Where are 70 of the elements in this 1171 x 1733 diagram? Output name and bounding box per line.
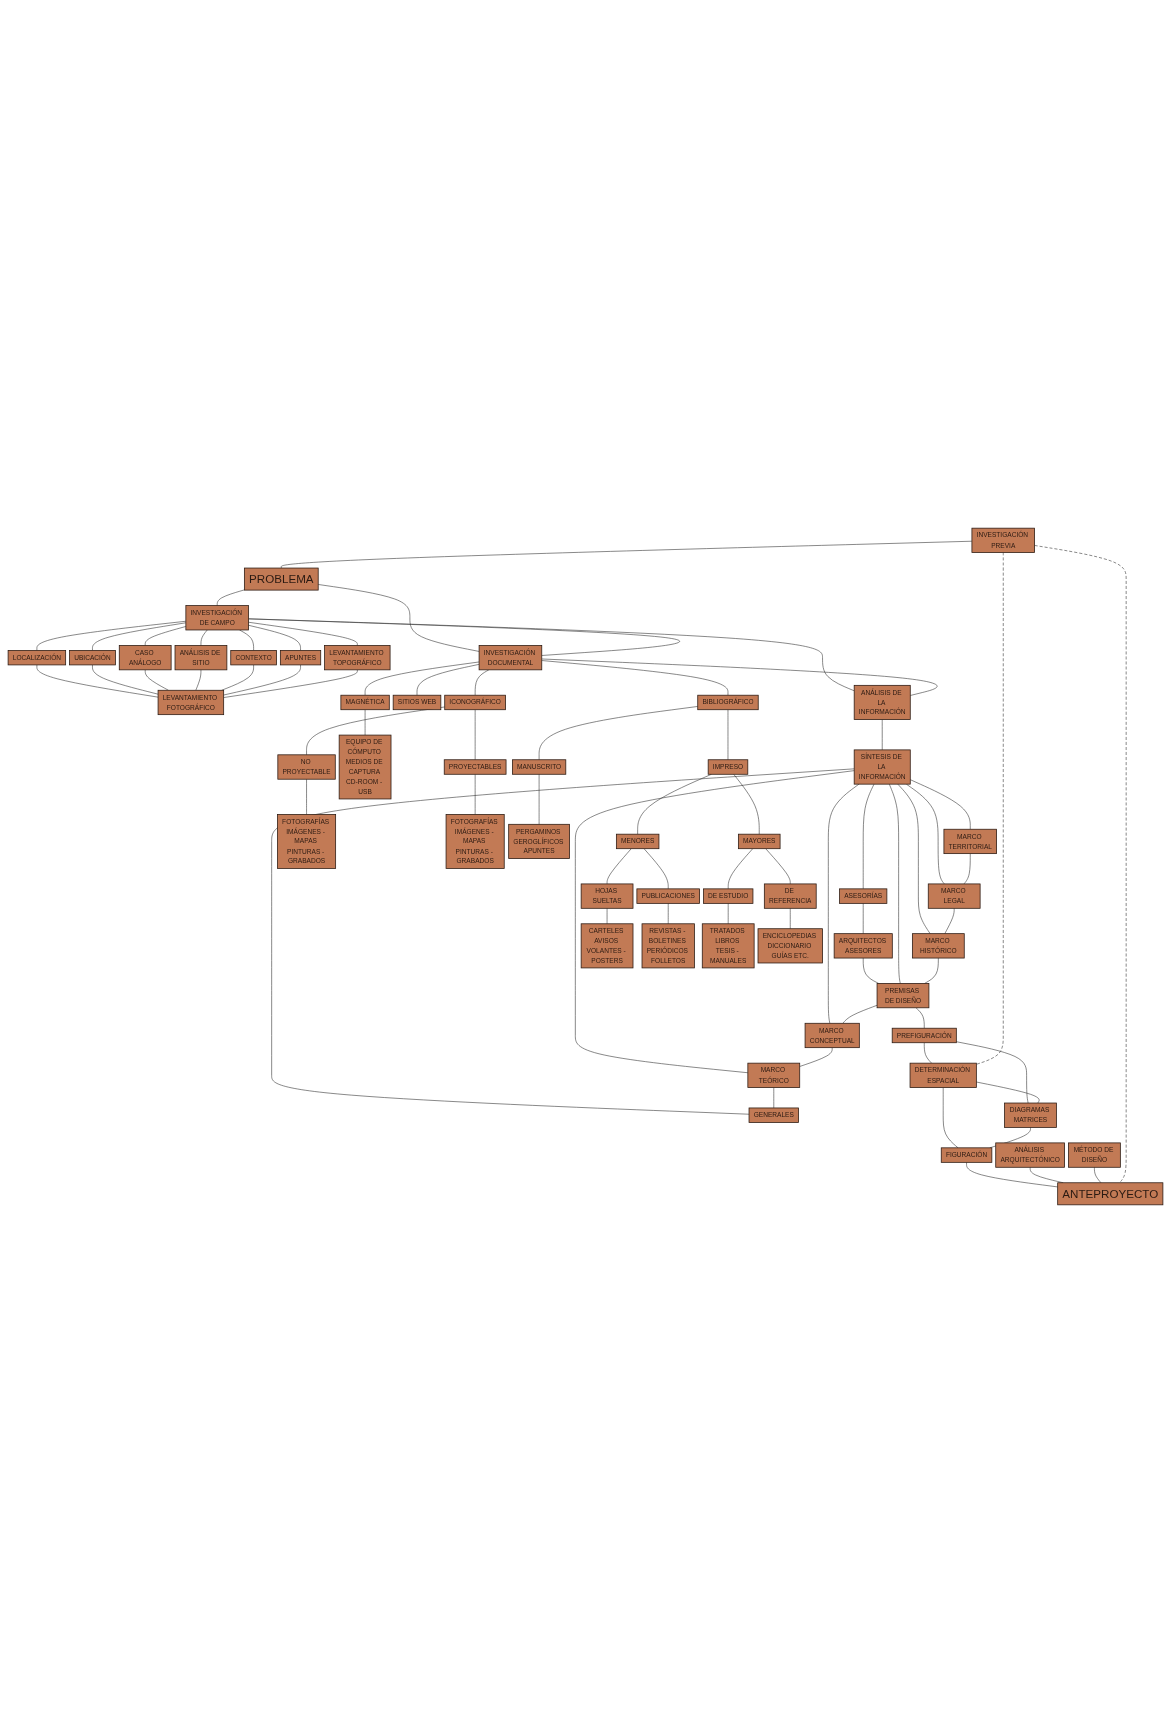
connector xyxy=(773,1087,775,1109)
connector xyxy=(889,783,901,984)
connector xyxy=(144,626,187,646)
connector xyxy=(842,1005,878,1024)
connector xyxy=(317,584,480,652)
connector xyxy=(727,903,729,925)
connector xyxy=(221,664,254,691)
connector xyxy=(923,1042,932,1064)
connector xyxy=(541,660,729,696)
connector xyxy=(727,848,754,890)
connector xyxy=(862,903,864,934)
connector xyxy=(195,669,202,691)
connector xyxy=(92,622,187,651)
connector xyxy=(239,629,254,651)
connector xyxy=(956,1041,1029,1104)
connector xyxy=(538,774,540,825)
connector xyxy=(200,629,208,646)
connector xyxy=(862,957,879,984)
connector xyxy=(281,540,973,569)
connector xyxy=(906,783,945,885)
connector xyxy=(944,908,955,934)
connector xyxy=(1094,1167,1102,1184)
connector xyxy=(575,770,855,1074)
connector xyxy=(789,908,791,929)
connector xyxy=(643,848,669,890)
connector xyxy=(765,848,791,885)
connector xyxy=(474,669,490,696)
connector xyxy=(637,774,712,835)
connector xyxy=(881,719,883,751)
connector xyxy=(92,664,159,695)
connector xyxy=(216,589,245,606)
connector xyxy=(733,774,760,835)
connector xyxy=(538,706,699,761)
connector xyxy=(271,768,855,1115)
connector xyxy=(248,618,855,692)
connector xyxy=(924,957,939,984)
connector xyxy=(36,620,187,651)
connector xyxy=(364,661,480,696)
connector xyxy=(909,779,971,830)
connector xyxy=(364,709,366,736)
connector xyxy=(223,664,301,696)
connector xyxy=(976,552,1004,1065)
connector xyxy=(416,664,480,696)
connector xyxy=(306,778,307,815)
connector xyxy=(606,848,632,885)
connector xyxy=(306,706,445,756)
connector xyxy=(862,783,875,890)
connector xyxy=(36,664,159,698)
connector xyxy=(541,658,938,696)
connector xyxy=(144,669,169,691)
connector xyxy=(667,903,669,925)
connector xyxy=(1034,545,1127,1184)
connector xyxy=(976,1081,1040,1104)
connector xyxy=(942,1087,959,1149)
connector xyxy=(606,908,608,925)
node-box: ANTEPROYECTO xyxy=(1057,1182,1164,1206)
connector xyxy=(223,669,358,698)
connector xyxy=(828,783,860,1024)
node-box: PROBLEMA xyxy=(244,567,319,591)
connector xyxy=(966,1162,1058,1188)
connector xyxy=(727,709,729,761)
connector xyxy=(248,621,358,646)
connector xyxy=(799,1047,833,1067)
connector xyxy=(897,783,931,934)
connector xyxy=(248,625,301,651)
connector xyxy=(248,618,680,656)
connector xyxy=(915,1007,925,1029)
connector xyxy=(963,853,971,885)
connector xyxy=(474,709,476,761)
connector xyxy=(474,774,476,815)
